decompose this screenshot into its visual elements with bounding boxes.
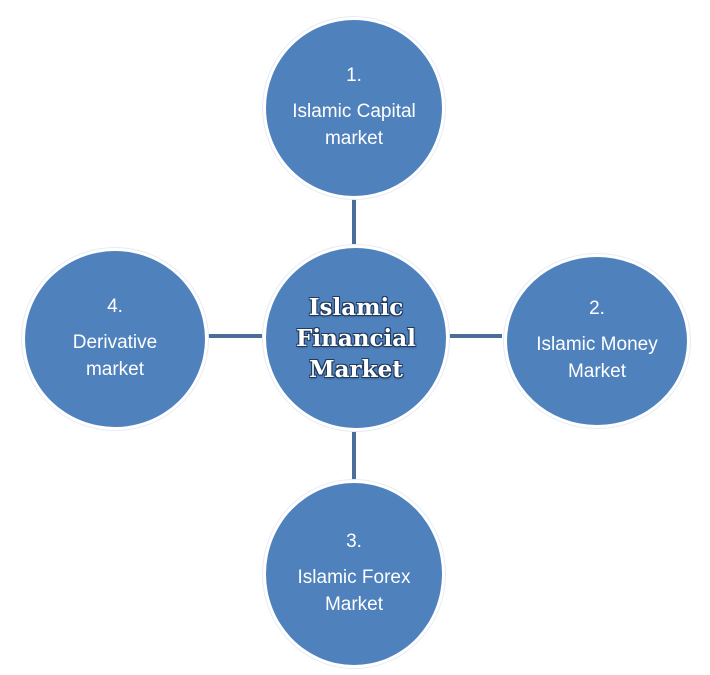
node-capital-market: 1. Islamic Capital market — [263, 17, 445, 199]
connector-bottom — [352, 428, 356, 482]
node-label: Islamic Money Market — [536, 334, 658, 382]
node-center-financial-market: Islamic Financial Market — [263, 245, 449, 431]
node-money-market: 2. Islamic Money Market — [504, 254, 690, 428]
connector-left — [208, 334, 262, 338]
node-number: 3. — [346, 531, 362, 552]
node-number: 2. — [589, 298, 605, 319]
connector-top — [352, 192, 356, 244]
node-label: Derivative market — [72, 332, 158, 380]
connector-right — [448, 334, 502, 338]
node-number: 4. — [107, 296, 123, 317]
node-forex-market: 3. Islamic Forex Market — [263, 480, 445, 668]
node-number: 1. — [346, 65, 362, 86]
node-label: Islamic Forex Market — [297, 567, 411, 615]
node-label: Islamic Capital market — [292, 101, 416, 149]
center-title: Islamic Financial Market — [296, 293, 416, 383]
node-derivative-market: 4. Derivative market — [22, 248, 208, 430]
